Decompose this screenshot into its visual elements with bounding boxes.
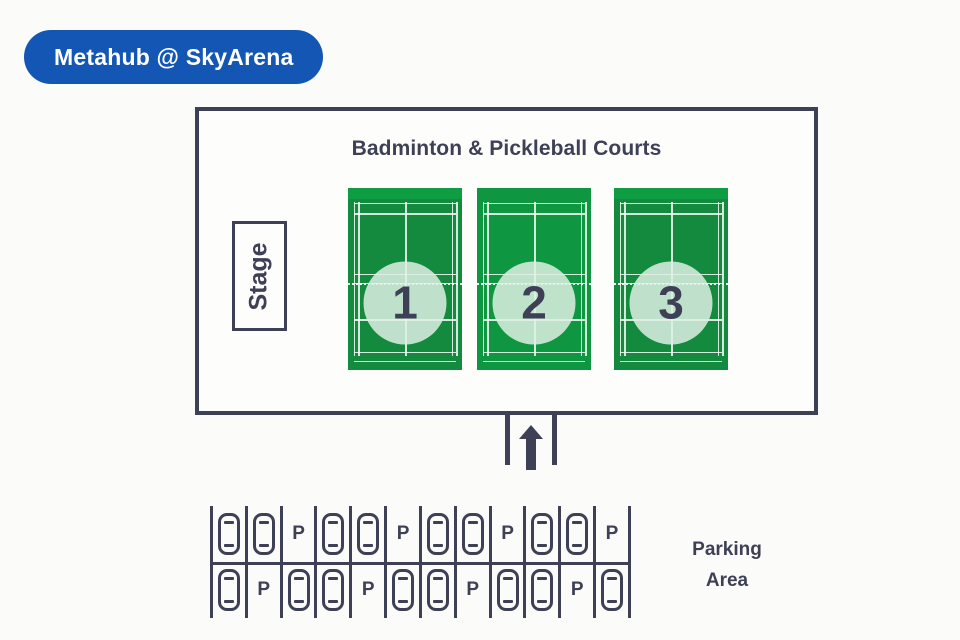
parking-slot-letter: P	[605, 523, 619, 544]
car-icon	[601, 569, 624, 611]
parking-slot-occupied[interactable]	[248, 506, 283, 562]
parking-slot-free[interactable]: P	[457, 562, 492, 618]
court-number-badge: 1	[363, 261, 447, 345]
parking-slot-occupied[interactable]	[210, 506, 248, 562]
court-line-vertical	[624, 202, 626, 356]
parking-slot-letter: P	[466, 579, 480, 600]
parking-slot-free[interactable]: P	[561, 562, 597, 618]
parking-slot-occupied[interactable]	[352, 506, 388, 562]
stage-label: Stage	[245, 241, 273, 311]
court-line-vertical	[487, 202, 489, 356]
court-line-horizontal	[483, 360, 585, 363]
court-number-badge: 3	[629, 261, 713, 345]
parking-label-line-1: Parking	[692, 539, 762, 560]
parking-slot-occupied[interactable]	[422, 506, 457, 562]
car-icon	[496, 569, 519, 611]
court-top-band	[614, 188, 728, 199]
arena-title: Badminton & Pickleball Courts	[351, 137, 662, 160]
car-icon	[531, 569, 554, 611]
court-1[interactable]: 1	[348, 188, 462, 370]
car-icon	[252, 513, 275, 555]
car-icon	[531, 513, 554, 555]
parking-slot-free[interactable]: P	[248, 562, 283, 618]
parking-slot-occupied[interactable]	[422, 562, 457, 618]
court-line-vertical	[358, 202, 360, 356]
court-line-vertical	[456, 202, 458, 356]
parking-slot-occupied[interactable]	[210, 562, 248, 618]
parking-slot-occupied[interactable]	[526, 562, 562, 618]
court-line-horizontal	[620, 360, 722, 363]
parking-slot-occupied[interactable]	[283, 562, 318, 618]
parking-slot-free[interactable]: P	[596, 506, 631, 562]
parking-slot-occupied[interactable]	[317, 506, 353, 562]
court-line-vertical	[717, 202, 720, 356]
car-icon	[357, 513, 380, 555]
parking-lot: P P P P P P P P	[210, 506, 631, 618]
court-line-vertical	[722, 202, 724, 356]
parking-area-label: Parking Area	[652, 534, 802, 596]
court-number-badge: 2	[492, 261, 576, 345]
parking-slot-letter: P	[257, 579, 271, 600]
court-line-vertical	[580, 202, 583, 356]
parking-slot-occupied[interactable]	[596, 562, 631, 618]
court-2[interactable]: 2	[477, 188, 591, 370]
car-icon	[217, 513, 240, 555]
stage-area[interactable]: Stage	[232, 221, 287, 331]
court-line-vertical	[451, 202, 454, 356]
court-line-horizontal	[354, 360, 456, 363]
car-icon	[566, 513, 589, 555]
car-icon	[287, 569, 310, 611]
court-top-band	[477, 188, 591, 199]
parking-slot-letter: P	[292, 523, 305, 544]
court-3[interactable]: 3	[614, 188, 728, 370]
venue-badge-label: Metahub @ SkyArena	[54, 43, 294, 70]
parking-slot-free[interactable]: P	[283, 506, 318, 562]
parking-slot-letter: P	[570, 579, 584, 600]
parking-slot-occupied[interactable]	[317, 562, 353, 618]
parking-slot-letter: P	[501, 523, 514, 544]
entrance-marker[interactable]	[505, 415, 557, 470]
car-icon	[322, 513, 345, 555]
court-line-vertical	[585, 202, 587, 356]
parking-slot-occupied[interactable]	[492, 562, 527, 618]
parking-slot-occupied[interactable]	[526, 506, 562, 562]
parking-label-line-2: Area	[705, 570, 749, 591]
car-icon	[426, 569, 449, 611]
court-line-vertical	[482, 202, 485, 356]
up-arrow-icon	[526, 436, 536, 470]
venue-badge[interactable]: Metahub @ SkyArena	[24, 30, 324, 84]
court-line-vertical	[353, 202, 356, 356]
car-icon	[322, 569, 345, 611]
parking-slot-occupied[interactable]	[387, 562, 422, 618]
car-icon	[217, 569, 240, 611]
arena-floorplan: Badminton & Pickleball Courts Stage 1 2 …	[195, 107, 818, 415]
parking-slot-letter: P	[396, 523, 410, 544]
parking-slot-letter: P	[361, 579, 375, 600]
car-icon	[461, 513, 484, 555]
car-icon	[426, 513, 449, 555]
car-icon	[392, 569, 415, 611]
court-line-vertical	[619, 202, 622, 356]
parking-slot-free[interactable]: P	[352, 562, 388, 618]
parking-slot-free[interactable]: P	[492, 506, 527, 562]
court-top-band	[348, 188, 462, 199]
parking-slot-occupied[interactable]	[561, 506, 597, 562]
parking-slot-free[interactable]: P	[387, 506, 422, 562]
parking-slot-occupied[interactable]	[457, 506, 492, 562]
